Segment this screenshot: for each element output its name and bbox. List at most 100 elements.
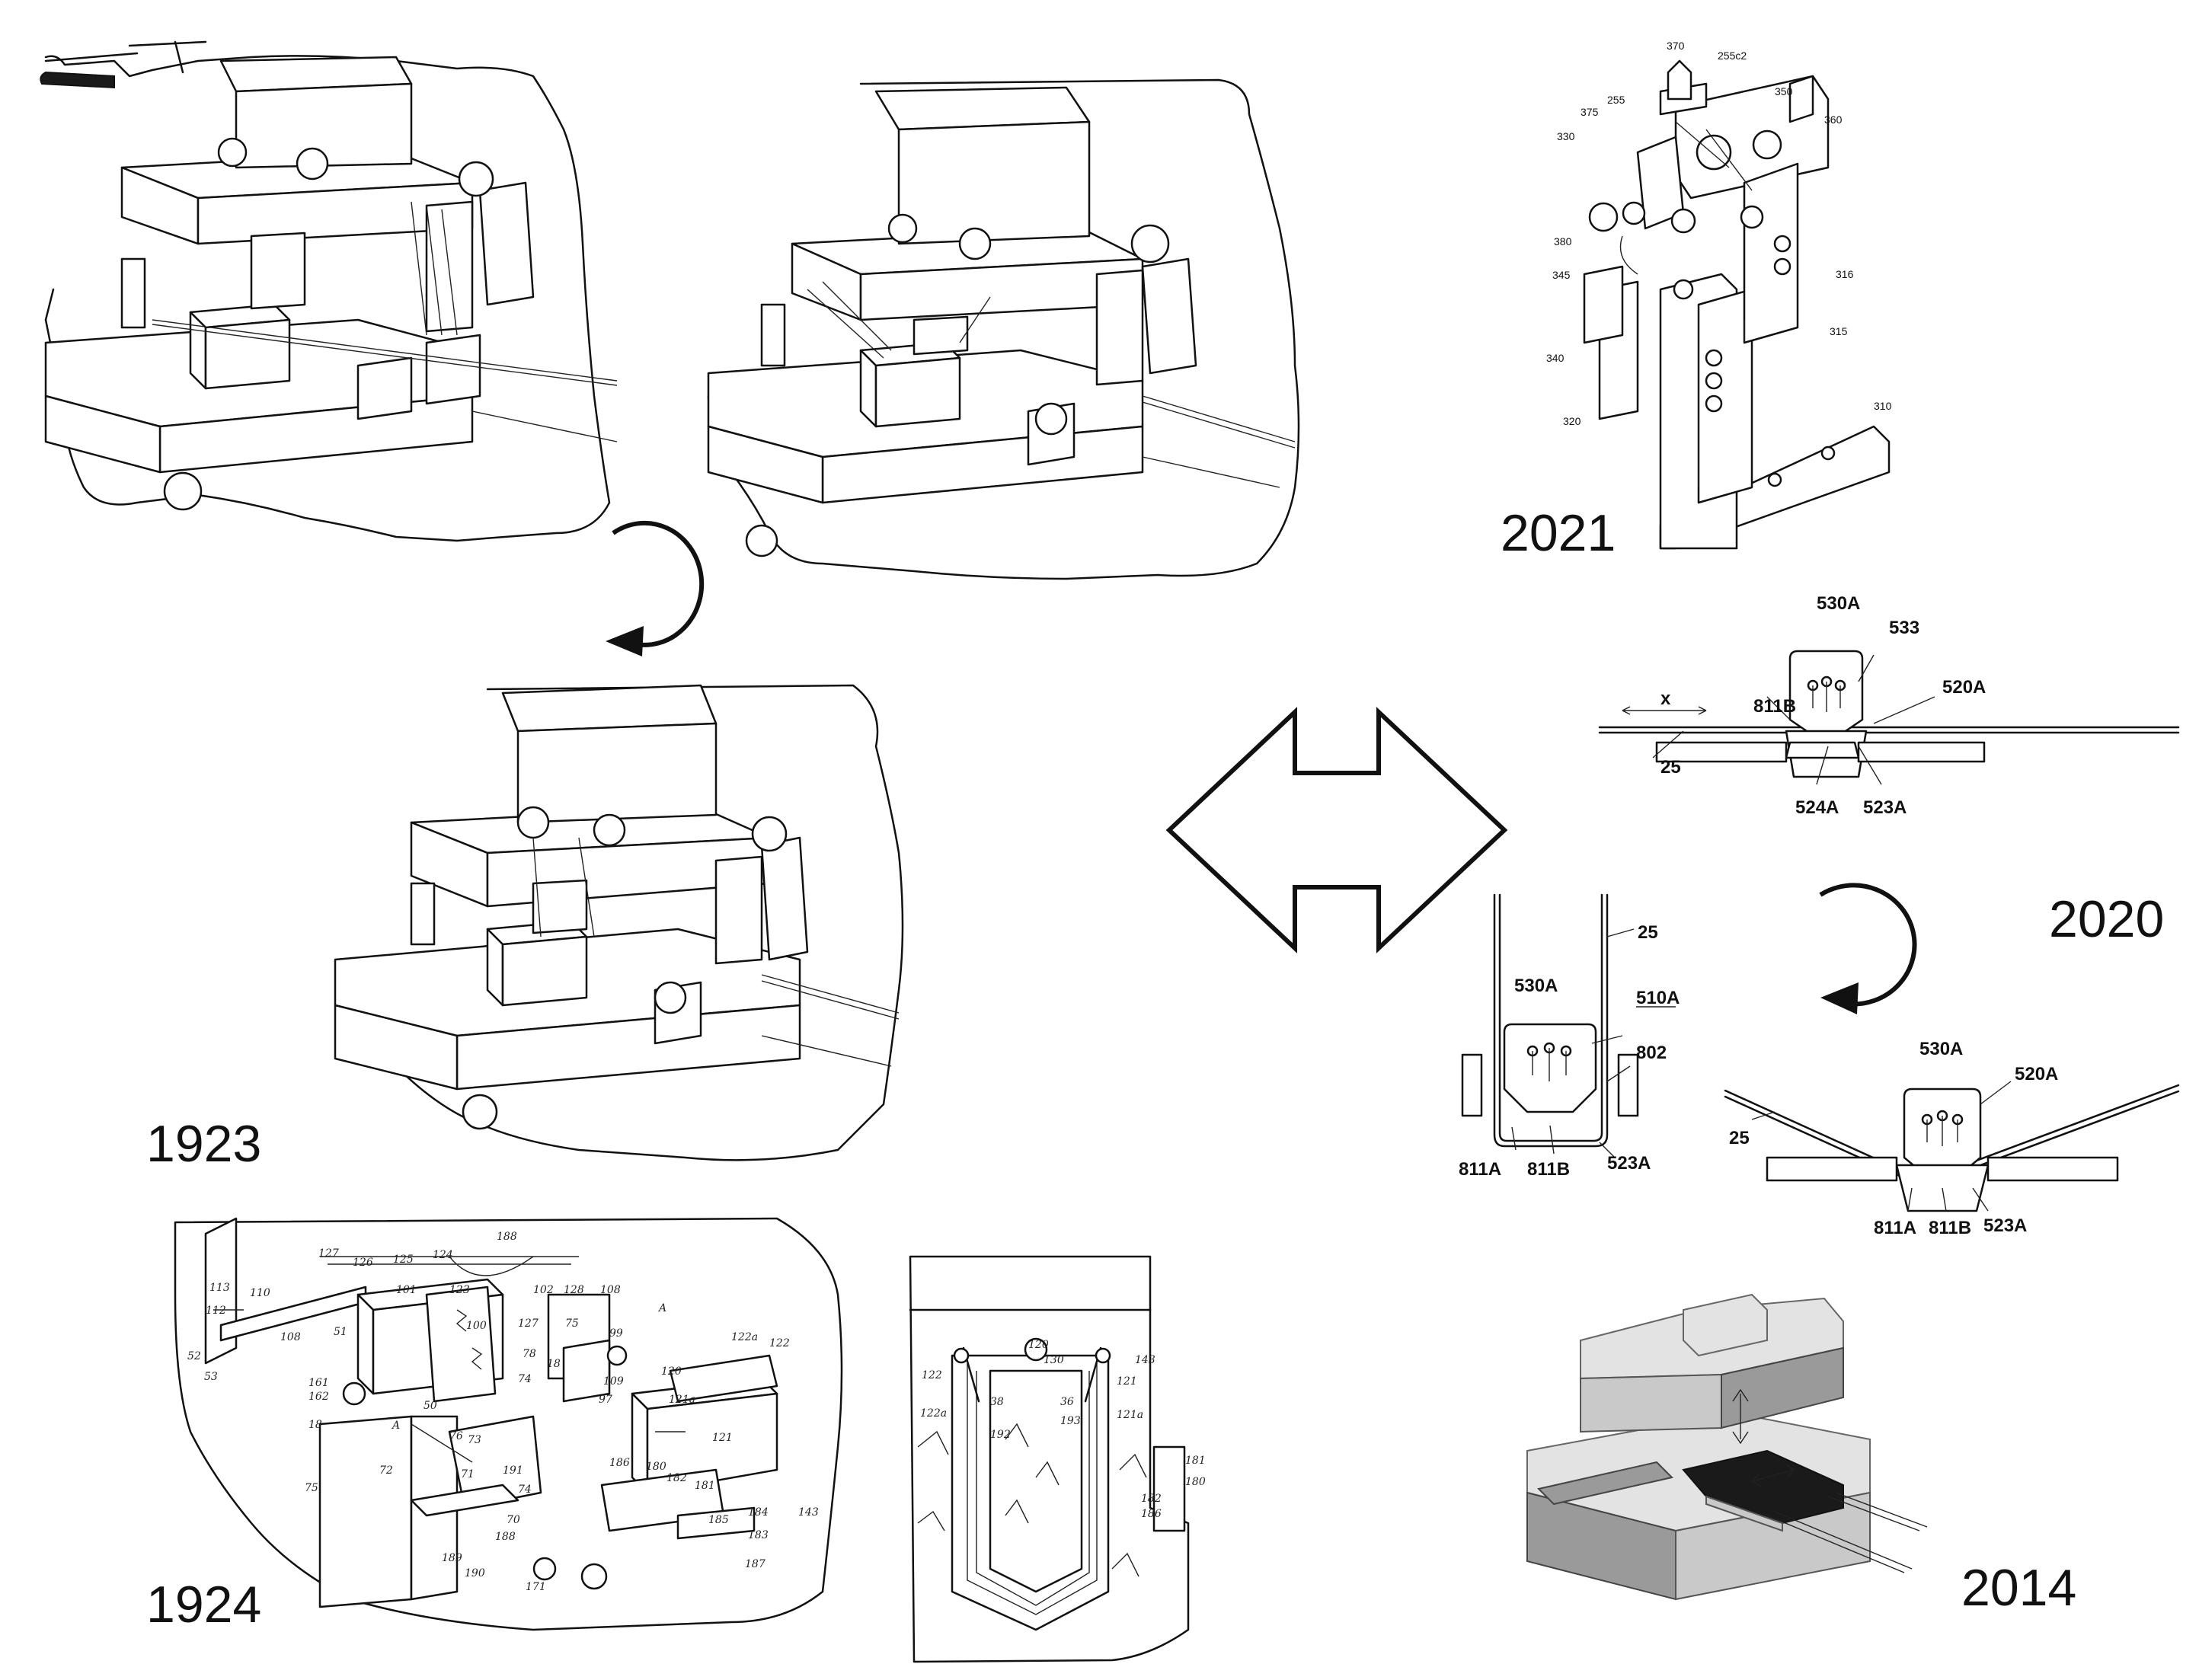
- part-label: 121a: [1117, 1409, 1143, 1421]
- part-label: 36: [1060, 1396, 1074, 1408]
- part-label: 128: [564, 1284, 584, 1296]
- part-label: 122: [922, 1369, 942, 1381]
- part-label: 315: [1830, 325, 1848, 337]
- part-label: 811A: [1874, 1218, 1916, 1238]
- part-label: 510A: [1636, 988, 1680, 1008]
- part-label: 188: [495, 1531, 516, 1543]
- part-label: 191: [503, 1464, 523, 1477]
- part-label: 74: [518, 1373, 532, 1385]
- labels-2021: 370 255c2 350 375 255 360 330 380 345 31…: [1546, 40, 1892, 427]
- part-label: 123: [449, 1284, 470, 1296]
- drawing-1923-a: [40, 40, 618, 542]
- part-label: 161: [308, 1377, 329, 1389]
- part-label: 523A: [1983, 1215, 2027, 1236]
- part-label: 811A: [1459, 1159, 1501, 1180]
- part-label: 345: [1552, 269, 1571, 281]
- part-label: 113: [209, 1282, 230, 1294]
- part-label: 188: [497, 1231, 517, 1243]
- drawing-2020-folded: [1461, 893, 1639, 1158]
- part-label: 350: [1775, 85, 1793, 97]
- part-label: 120: [661, 1365, 682, 1378]
- part-label: 181: [1185, 1455, 1206, 1467]
- part-label: 101: [396, 1284, 417, 1296]
- part-label: 811B: [1527, 1159, 1570, 1180]
- part-label: 70: [507, 1514, 520, 1526]
- part-label: x: [1660, 688, 1671, 709]
- part-label: 122: [769, 1337, 790, 1349]
- part-label: 73: [468, 1434, 481, 1446]
- drawing-2020-flat: [1598, 650, 2180, 785]
- part-label: 811B: [1753, 696, 1796, 717]
- drawing-1924-b: [909, 1255, 1190, 1663]
- part-label: 75: [565, 1317, 579, 1330]
- part-label: 162: [308, 1391, 329, 1403]
- part-label: 25: [1729, 1128, 1750, 1148]
- part-label: 320: [1563, 415, 1581, 427]
- part-label: 127: [518, 1317, 539, 1330]
- part-label: 530A: [1817, 593, 1860, 614]
- part-label: 189: [442, 1552, 462, 1564]
- part-label: 121a: [669, 1394, 695, 1406]
- double-arrow-icon: [1165, 707, 1508, 953]
- part-label: 180: [1185, 1476, 1206, 1488]
- part-label: 533: [1889, 618, 1919, 638]
- part-label: 25: [1638, 922, 1658, 943]
- part-label: 99: [609, 1327, 623, 1340]
- part-label: 186: [1141, 1508, 1162, 1520]
- year-2021: 2021: [1501, 504, 1616, 562]
- labels-2020-folded: 25 530A 510A 802 811A 811B 523A: [1459, 922, 1680, 1180]
- part-label: 38: [990, 1396, 1004, 1408]
- part-label: 524A: [1795, 797, 1839, 818]
- part-label: 255: [1607, 94, 1625, 106]
- part-label: 78: [523, 1348, 536, 1360]
- drawing-1923-c: [334, 684, 904, 1161]
- part-label: A: [657, 1302, 666, 1314]
- part-label: 184: [748, 1506, 769, 1519]
- part-label: 182: [1141, 1493, 1162, 1505]
- part-label: 121: [1117, 1375, 1137, 1388]
- part-label: 97: [599, 1394, 612, 1406]
- year-2014: 2014: [1961, 1559, 2076, 1617]
- part-label: 181: [695, 1480, 715, 1492]
- part-label: 143: [798, 1506, 819, 1519]
- part-label: 186: [609, 1457, 630, 1469]
- part-label: 811B: [1929, 1218, 1971, 1238]
- part-label: 340: [1546, 352, 1565, 364]
- part-label: 100: [466, 1320, 487, 1332]
- part-label: 530A: [1514, 976, 1558, 996]
- part-label: 380: [1554, 235, 1572, 248]
- part-label: 53: [204, 1371, 218, 1383]
- drawing-2021: [1583, 59, 1891, 550]
- part-label: 255c2: [1718, 50, 1747, 62]
- drawing-1923-b: [707, 78, 1300, 580]
- part-label: 18: [308, 1419, 322, 1431]
- rotate-arrow-icon: [606, 520, 705, 656]
- part-label: 375: [1581, 106, 1599, 118]
- part-label: 330: [1557, 130, 1575, 142]
- part-label: 120: [1028, 1339, 1049, 1351]
- part-label: 316: [1836, 268, 1854, 280]
- part-label: 530A: [1919, 1039, 1963, 1059]
- part-label: 122a: [731, 1331, 758, 1343]
- part-label: 182: [666, 1472, 687, 1484]
- part-label: 109: [603, 1375, 624, 1388]
- part-label: 802: [1636, 1043, 1667, 1063]
- year-2020: 2020: [2049, 890, 2164, 948]
- part-label: 52: [187, 1350, 201, 1362]
- part-label: 76: [449, 1430, 463, 1442]
- part-label: 75: [305, 1482, 318, 1494]
- part-label: 185: [708, 1514, 729, 1526]
- year-1923: 1923: [146, 1115, 261, 1173]
- part-label: A: [391, 1420, 400, 1432]
- part-label: 183: [748, 1529, 769, 1541]
- part-label: 74: [518, 1484, 532, 1496]
- part-label: 102: [533, 1284, 554, 1296]
- part-label: 72: [379, 1464, 393, 1477]
- part-label: 50: [423, 1400, 437, 1412]
- labels-2020-flat: 530A 533 x 811B 520A 25 524A 523A: [1660, 593, 1986, 818]
- year-1924: 1924: [146, 1576, 261, 1634]
- part-label: 193: [1060, 1415, 1081, 1427]
- drawing-1924-a: [174, 1217, 843, 1631]
- labels-2020-bent: 530A 520A 25 811A 811B 523A: [1729, 1039, 2058, 1238]
- part-label: 143: [1135, 1354, 1155, 1366]
